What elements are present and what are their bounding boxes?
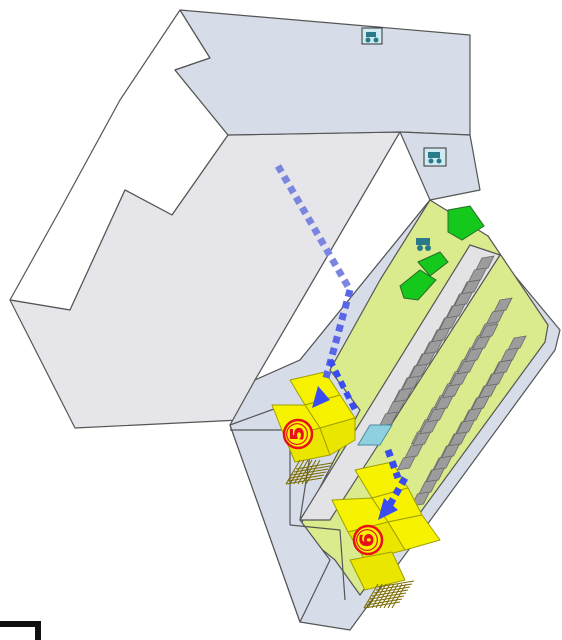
rack-unit — [449, 371, 469, 387]
green-zone — [297, 199, 549, 596]
pallet-grid-line — [293, 459, 309, 485]
marker-6-label: ⑥ — [351, 527, 386, 552]
equipment-block-2 — [399, 269, 437, 301]
rack-unit — [470, 395, 491, 411]
rack-unit — [416, 351, 436, 367]
pallet-grid-line — [363, 583, 379, 609]
rack-unit — [396, 455, 417, 471]
flow-path-to-6 — [384, 448, 402, 480]
pallet-grid-line — [289, 471, 327, 479]
rack-unit — [423, 339, 444, 355]
flow-arrows — [274, 164, 409, 520]
forklift-icon — [361, 27, 383, 45]
aisle-item — [357, 424, 393, 446]
rack-unit — [411, 431, 432, 447]
pallet-grid-line — [305, 459, 321, 485]
flow-path-6-diag — [384, 476, 409, 510]
rack-unit — [433, 455, 453, 471]
pallet-grid-line — [301, 459, 317, 485]
rack-unit — [426, 407, 447, 423]
pallet-grid-line — [295, 462, 333, 470]
rack-unit — [493, 297, 513, 313]
rack-unit — [485, 309, 506, 325]
rack-unit — [386, 399, 406, 415]
pallet-grid-line — [379, 583, 395, 609]
rack-unit — [471, 335, 492, 351]
rack-unit — [475, 255, 495, 271]
pallet-grid-line — [297, 459, 313, 485]
pallet-grid-line — [377, 580, 415, 588]
rack-unit — [404, 443, 424, 459]
pallet-grids — [285, 459, 415, 609]
rack-unit — [408, 363, 429, 379]
rack-unit — [485, 371, 506, 387]
rack-unit — [431, 327, 451, 343]
rack-unit — [418, 479, 438, 495]
green-equipment — [399, 205, 485, 301]
rack-unit — [507, 335, 527, 351]
rack-unit — [453, 291, 474, 307]
rack-unit — [393, 387, 414, 403]
flow-path-to-5-b — [327, 358, 359, 414]
marker-6: ⑥ — [351, 524, 386, 556]
rack-unit — [467, 267, 488, 283]
pallet-grid-line — [293, 465, 331, 473]
rack-unit — [419, 419, 439, 435]
rack-unit — [478, 383, 498, 399]
partition-line-2 — [289, 524, 346, 601]
arrowhead-6 — [378, 498, 398, 520]
arrowhead-5 — [312, 386, 330, 408]
pallet-grid-line — [375, 583, 413, 591]
building-upper-wall — [174, 9, 471, 136]
pallet-grid-line — [387, 583, 403, 609]
pallet-grid-line — [383, 583, 399, 609]
rack-unit — [448, 431, 468, 447]
corner-bracket — [0, 621, 41, 640]
rack-unit — [378, 411, 399, 427]
aisle-box — [357, 424, 393, 446]
pallet-grid-line — [291, 468, 329, 476]
equipment-block-1 — [447, 205, 485, 241]
forklift-icon — [416, 238, 431, 251]
rack-unit — [455, 419, 476, 435]
rack-unit — [463, 407, 483, 423]
equipment-block-3 — [417, 251, 449, 277]
marker-5-label: ⑤ — [281, 421, 316, 446]
rack-unit — [461, 279, 481, 295]
rack-unit — [446, 303, 466, 319]
rack-unit — [425, 467, 446, 483]
rack-unit — [464, 347, 484, 363]
yellow-box-k — [349, 551, 406, 591]
main-building — [9, 9, 471, 429]
pallet-grid-line — [391, 583, 407, 609]
pallet-racks — [378, 255, 527, 507]
marker-5: ⑤ — [281, 418, 316, 450]
pallet-grid-line — [371, 583, 387, 609]
rack-unit — [499, 347, 520, 363]
rack-unit — [401, 375, 421, 391]
rack-unit — [438, 315, 459, 331]
rack-unit — [440, 443, 461, 459]
yellow-box-e — [319, 417, 356, 456]
rack-unit — [434, 395, 454, 411]
rack-unit — [456, 359, 477, 375]
rack-unit — [493, 359, 513, 375]
rack-unit — [479, 323, 499, 339]
rack-unit — [441, 383, 462, 399]
pallet-grid-line — [285, 459, 301, 485]
forklift-icon — [423, 147, 447, 167]
